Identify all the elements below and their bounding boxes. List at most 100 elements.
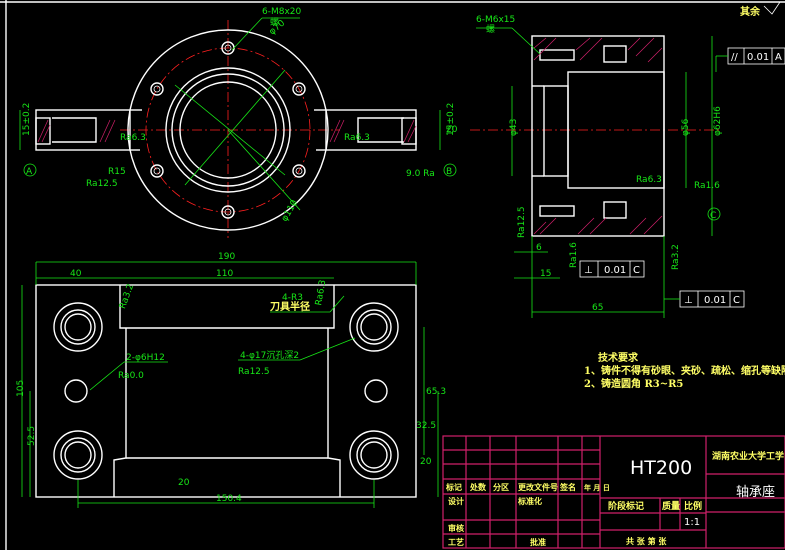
callout-6m6-sub: 螺 (486, 24, 495, 35)
title-weight-label: 质量 (662, 500, 680, 512)
title-label-date: 年 月 日 (584, 483, 610, 492)
top-view: A B 15±0.2 15±0.2 20 6-M8x20 螺 φ70 φ110 … (19, 7, 458, 238)
callout-4d17-ra: Ra12.5 (238, 367, 270, 377)
side-step (543, 85, 569, 177)
title-approve: 批准 (530, 537, 546, 547)
tol-frame-perp-1: ⊥ 0.01 C (579, 260, 645, 278)
right-ear-section (401, 117, 417, 145)
callout-6m8-sub: 螺 (270, 17, 279, 28)
title-scale: 1:1 (684, 517, 700, 528)
dim-105: 105 (16, 380, 26, 397)
title-standard: 标准化 (517, 496, 542, 506)
bolt-circle (145, 47, 311, 213)
datum-a-label: A (26, 167, 33, 177)
title-review: 审核 (448, 523, 464, 533)
dim-6: 6 (536, 243, 542, 253)
callout-4r3-sub: 刀具半径 (270, 300, 310, 313)
side-hole-top-right (603, 45, 627, 63)
svg-text:C: C (633, 265, 640, 276)
title-scale-label: 比例 (684, 500, 702, 512)
svg-text:0.01: 0.01 (747, 52, 769, 63)
svg-text:0.01: 0.01 (604, 265, 626, 276)
tol-frame-perp-2: ⊥ 0.01 C (664, 290, 745, 308)
dim-20a: 20 (420, 457, 432, 467)
right-ear-hatch (329, 119, 417, 143)
dim-d110: φ110 (280, 198, 300, 223)
front-top-notch (119, 285, 335, 329)
svg-text:0.01: 0.01 (704, 295, 726, 306)
rough-side-small: Ra3.2 (671, 244, 681, 270)
title-label-sign: 签名 (559, 482, 576, 492)
rough-top-right2: 9.0 Ra (406, 169, 435, 179)
side-hole-top-left (539, 49, 575, 61)
boss-mid-circle (171, 73, 285, 187)
title-design: 设计 (448, 496, 464, 506)
svg-text:C: C (733, 295, 740, 306)
callout-6m6: 6-M6x15 (476, 15, 515, 25)
title-part-name: 轴承座 (736, 485, 775, 500)
front-right-rib (327, 328, 341, 497)
flange-outer-circle (127, 29, 329, 231)
right-ear-slot (357, 117, 404, 143)
datum-c-marker (707, 207, 721, 221)
title-label-zone: 分区 (493, 482, 509, 492)
dim-right-height: 15±0.2 (446, 103, 456, 136)
datum-a-marker (23, 163, 37, 177)
dim-left-r15: R15 (108, 167, 126, 177)
title-label-count: 处数 (469, 482, 487, 492)
datum-c-label: C (710, 211, 716, 221)
front-outline (35, 284, 417, 498)
side-view: φ43 φ56 φ62H6 65 15 6 6-M6x15 螺 Ra6.3 Ra… (470, 15, 785, 318)
dim-150-4: 150.4 (216, 494, 242, 504)
notes-line2: 2、铸造圆角 R3~R5 (584, 377, 683, 390)
svg-text:A: A (775, 52, 782, 63)
dim-right-20: 20 (446, 125, 458, 135)
callout-4r3: 4-R3 (282, 293, 303, 303)
callout-6m8: 6-M8x20 (262, 7, 302, 17)
left-ear-hatch (37, 119, 116, 143)
datum-b-marker (443, 163, 457, 177)
rough-top-right: Ra6.3 (344, 133, 370, 143)
dim-52-5: 52.5 (27, 426, 37, 446)
rough-front-left: Ra3.2 (118, 283, 136, 311)
left-ear-section (35, 117, 51, 145)
svg-text://: // (731, 52, 738, 63)
svg-text:⊥: ⊥ (684, 295, 693, 306)
front-view: 190 40 110 105 52.5 65.3 32.5 20 20 150.… (16, 252, 446, 508)
dim-15: 15 (540, 269, 551, 279)
left-ear-slot (52, 117, 97, 143)
corner-rough-symbol (763, 1, 781, 15)
callout-2d6-ra: Ra0.0 (118, 371, 144, 381)
title-school: 湖南农业大学工学 (712, 450, 784, 462)
dim-d62: φ62H6 (713, 106, 723, 136)
top-view-diag-2 (184, 69, 286, 186)
top-view-diag-1 (174, 84, 286, 176)
title-label-mark: 标记 (445, 482, 462, 492)
title-sheets: 共 张 第 张 (626, 536, 667, 546)
rough-top-left: Ra6.3 (120, 133, 146, 143)
rough-side-lb: Ra12.5 (517, 206, 527, 238)
callout-2d6: 2-φ6H12 (126, 353, 165, 363)
rough-side-mid: Ra6.3 (636, 175, 662, 185)
dim-d43: φ43 (509, 119, 519, 136)
rough-top-bottom: Ra12.5 (86, 179, 118, 189)
dim-d56: φ56 (681, 118, 691, 136)
title-process: 工艺 (448, 537, 464, 547)
dim-left-height: 15±0.2 (22, 103, 32, 136)
title-stage-label: 阶段标记 (608, 500, 644, 512)
title-block: HT200 湖南农业大学工学 轴承座 比例 1:1 质量 阶段标记 标记 处数 … (442, 435, 785, 549)
callout-4r3-ra: Ra6.3 (314, 279, 328, 306)
rough-side-right: Ra1.6 (694, 181, 720, 191)
svg-text:⊥: ⊥ (584, 265, 593, 276)
title-label-doc: 更改文件号 (518, 482, 558, 492)
dim-20b: 20 (178, 478, 190, 488)
dim-32-5: 32.5 (416, 421, 436, 431)
dim-65-3: 65.3 (426, 387, 446, 397)
notes-line1: 1、铸件不得有砂眼、夹砂、疏松、缩孔等缺陷 (584, 364, 785, 377)
front-left-rib (113, 328, 127, 497)
dim-190: 190 (218, 252, 235, 262)
tol-frame-parallel: // 0.01 A (715, 47, 785, 72)
front-bolt-holes (53, 302, 399, 480)
notes-heading: 技术要求 (598, 351, 639, 364)
